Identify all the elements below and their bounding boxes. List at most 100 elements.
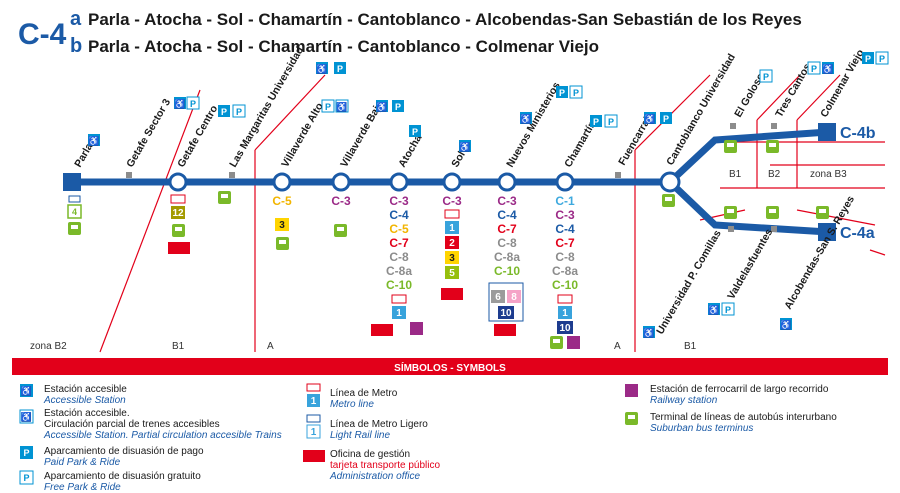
svg-text:♿: ♿ — [88, 135, 99, 146]
bus-icon — [724, 140, 737, 153]
legend-text: Estación de ferrocarril de largo recorri… — [650, 384, 829, 395]
bus-icon — [724, 206, 737, 219]
svg-text:P: P — [221, 107, 227, 117]
cercanias-line-label: C-10 — [494, 264, 520, 278]
svg-text:P: P — [763, 72, 769, 82]
admin-office-icon — [303, 450, 325, 462]
metro-logo-icon — [306, 383, 321, 392]
station-dot-chamartin[interactable] — [555, 172, 575, 192]
cercanias-line-label: C-4 — [497, 208, 517, 222]
svg-text:P: P — [879, 54, 885, 64]
admin-office-icon — [494, 324, 516, 336]
sol-metro: 1 2 3 5 — [444, 209, 460, 279]
svg-text:♿: ♿ — [376, 101, 387, 112]
legend-free-parking: P Aparcamiento de disuasión gratuito Fre… — [19, 470, 201, 493]
light-rail-line-icon — [306, 424, 321, 439]
accessible-icon: ♿ — [780, 318, 792, 330]
cercanias-line-label: C-1 — [555, 194, 575, 208]
metro-line-number: 8 — [511, 292, 517, 303]
station-dot-villaverde-alto[interactable] — [272, 172, 292, 192]
svg-text:♿: ♿ — [21, 411, 32, 422]
zone-label-b2-top: B2 — [768, 169, 781, 180]
paid-parking-icons: P P P P P P P P — [218, 52, 874, 137]
accessible-icons: ♿ ♿ ♿ ♿ ♿ ♿ ♿ ♿ ♿ ♿ ♿ — [88, 62, 834, 338]
free-parking-icon: P — [604, 114, 618, 128]
atocha-metro: 1 — [391, 294, 407, 319]
zone-label-b1-left: B1 — [172, 341, 185, 352]
cercanias-line-label: C-3 — [555, 208, 575, 222]
station-name-atocha: Atocha — [396, 133, 424, 170]
station-dot-atocha[interactable] — [389, 172, 409, 192]
route-a-title: Parla - Atocha - Sol - Chamartín - Canto… — [88, 10, 802, 29]
admin-office-icon — [168, 242, 190, 254]
free-parking-icon: P — [721, 302, 735, 316]
station-dot-sol[interactable] — [442, 172, 462, 192]
legend-bus: Terminal de líneas de autobús interurban… — [625, 412, 837, 434]
metro-line-number: 1 — [396, 308, 402, 319]
route-b-title: Parla - Atocha - Sol - Chamartín - Canto… — [88, 37, 599, 56]
paid-parking-icon: P — [334, 62, 346, 74]
station-name-villaverde-alto: Villaverde Alto — [279, 101, 326, 170]
station-dot-villaverde-bajo[interactable] — [331, 172, 351, 192]
zone-line-b2-b1 — [99, 89, 201, 353]
zone-line-a-b1-upper — [634, 74, 711, 151]
station-dot-cantoblanco[interactable] — [659, 171, 681, 193]
partial-accessible-icon: ♿ — [335, 99, 349, 113]
free-parking-icon: P — [569, 85, 583, 99]
metro-line-number: 5 — [449, 268, 455, 279]
station-dot-nuevos-ministerios[interactable] — [497, 172, 517, 192]
terminal-colmenar[interactable] — [818, 123, 836, 141]
svg-text:♿: ♿ — [459, 141, 470, 152]
terminal-alcobendas[interactable] — [818, 223, 836, 241]
legend-text-en: Accessible Station. Partial circulation … — [43, 430, 282, 441]
terminal-label-c4b: C-4b — [840, 125, 876, 142]
cercanias-line-label: C-3 — [442, 194, 462, 208]
metro-line-number: 6 — [495, 292, 501, 303]
zone-label-b2: zona B2 — [30, 341, 67, 352]
villaverde-alto-metro: 3 — [275, 218, 289, 231]
zone-line-b1-b2-diag — [756, 74, 801, 121]
svg-text:♿: ♿ — [643, 327, 654, 338]
paid-parking-icon: P — [862, 52, 874, 64]
svg-text:♿: ♿ — [336, 101, 347, 112]
zone-line-bottom-b — [796, 209, 876, 226]
cercanias-line-label: C-5 — [272, 194, 292, 208]
svg-text:P: P — [337, 64, 343, 74]
svg-text:♿: ♿ — [520, 113, 531, 124]
terminal-parla[interactable] — [63, 173, 81, 191]
free-parking-icon: P — [759, 69, 773, 83]
symbols-banner — [12, 358, 888, 375]
bus-icon — [550, 336, 563, 349]
paid-parking-icon: P — [556, 86, 568, 98]
branch-b-letter: b — [70, 35, 82, 57]
atocha-cercanias: C-3 C-4 C-5 C-7 C-8 C-8a C-10 — [386, 194, 412, 292]
legend-text: Aparcamiento de disuasión de pago — [44, 446, 204, 457]
legend-text: Terminal de líneas de autobús interurban… — [650, 412, 837, 423]
cercanias-line-label: C-10 — [386, 278, 412, 292]
legend-text: Estación accesible. — [44, 408, 130, 419]
accessible-icon: ♿ — [174, 97, 186, 109]
nuevos-ministerios-cercanias: C-3 C-4 C-7 C-8 C-8a C-10 — [494, 194, 520, 278]
admin-office-icon — [441, 288, 463, 300]
station-name-sol: Sol — [449, 149, 468, 169]
nuevos-ministerios-metro: 6 8 10 — [488, 282, 524, 322]
legend-metro-sample: 1 — [311, 396, 317, 407]
zone-label-a-right: A — [614, 341, 621, 352]
legend-text-en: Accessible Station — [43, 395, 126, 406]
station-circles — [168, 171, 681, 193]
zone-line-b2-b3-diag — [796, 74, 841, 121]
svg-text:P: P — [23, 448, 29, 458]
svg-text:P: P — [23, 473, 29, 483]
legend-text-en: Light Rail line — [330, 430, 390, 441]
railway-station-icon — [567, 336, 580, 349]
station-dot-getafe-centro[interactable] — [168, 172, 188, 192]
symbols-banner-title: SÍMBOLOS - SYMBOLS — [394, 361, 506, 374]
legend-text-en: Paid Park & Ride — [44, 457, 121, 468]
zone-line-bottom-c — [869, 249, 886, 256]
legend-text-en: Railway station — [650, 395, 718, 406]
cercanias-line-label: C-3 — [331, 194, 351, 208]
accessible-icon: ♿ — [88, 134, 100, 146]
paid-parking-icon: P — [409, 125, 421, 137]
metro-line-number: 10 — [500, 308, 512, 319]
legend-text-en: Administration office — [329, 471, 420, 482]
